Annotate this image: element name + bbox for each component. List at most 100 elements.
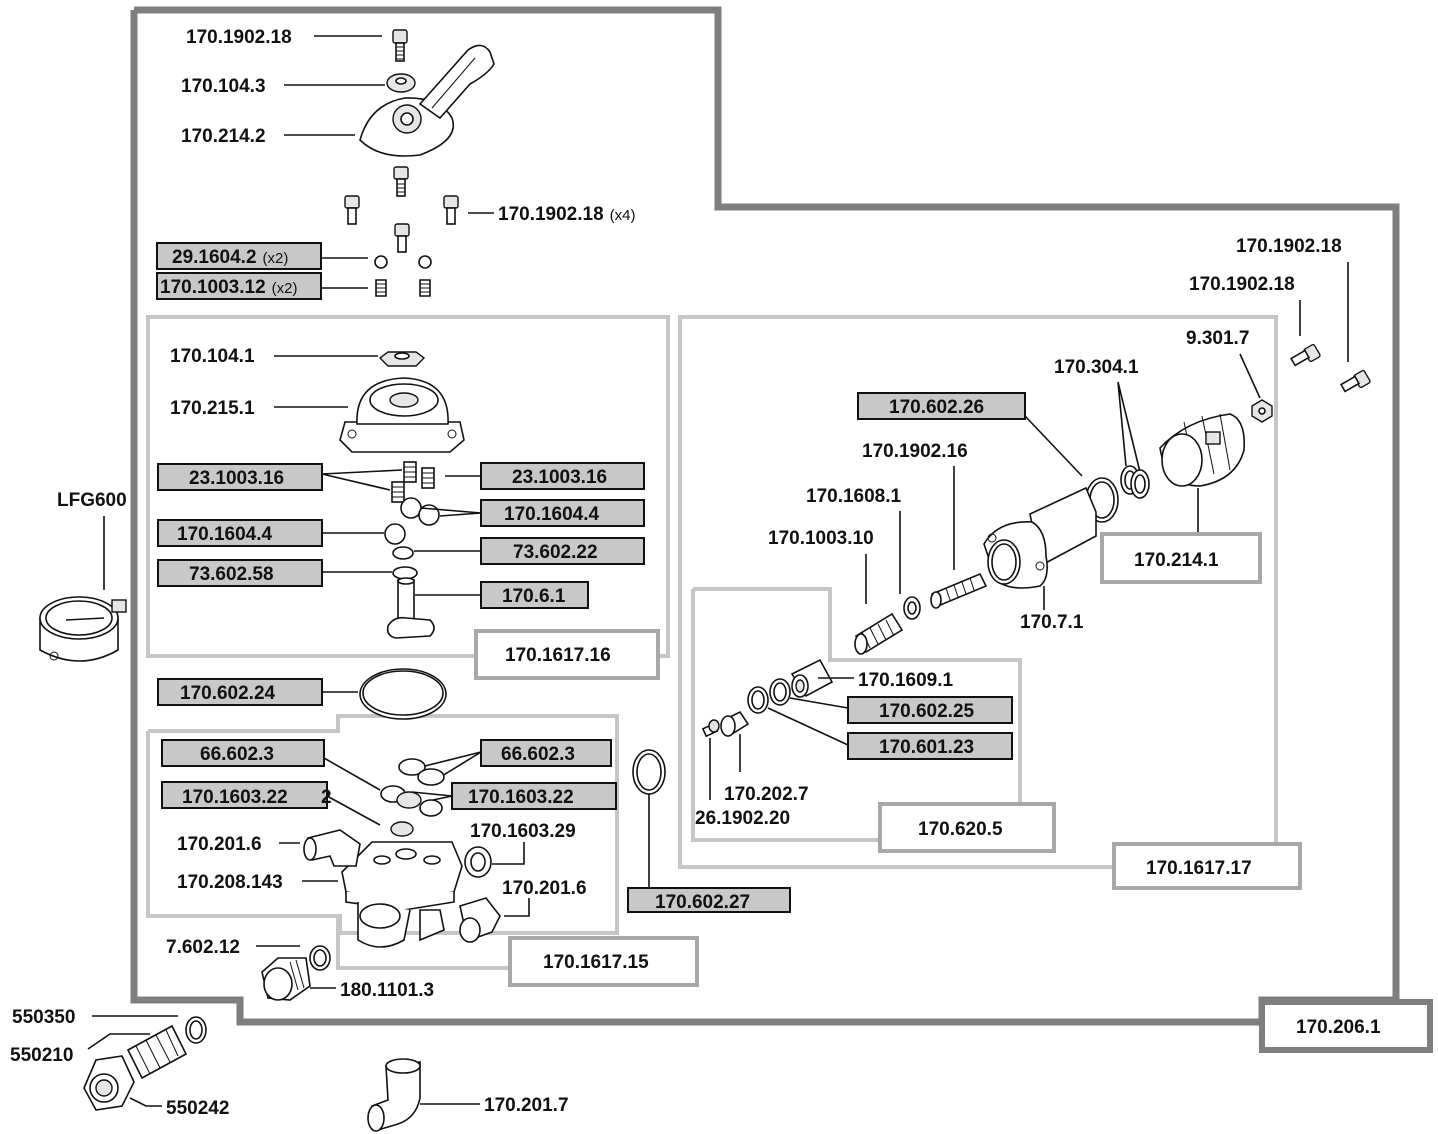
valve-body-label: 170.215.1 [170,398,255,419]
ball-right-label: 170.1604.4 [504,504,600,525]
valve-body-icon [339,377,465,453]
hose-nut-leader [129,1097,162,1107]
assy-piston-box [878,802,1056,853]
regulator-rod-icon [930,572,988,609]
spring-x2-text: 170.1003.12 (x2) [160,277,298,298]
seal-b-left-leader [326,795,381,826]
regulator-oring-icon [1085,477,1119,523]
manifold-body-icon [341,841,463,948]
springs-x2-icon [375,279,431,297]
valve-springs-icon [391,461,435,503]
seal-b-left-tail: 2 [321,787,332,808]
screw-far-right-label: 170.1902.18 [1236,236,1342,257]
assy-manifold-box [508,936,699,987]
piston-icon [790,658,834,698]
piston-subassembly-frame [691,587,1022,842]
valve-nut-label: 170.104.1 [170,346,255,367]
big-oring-icon [359,668,447,720]
seal-a-right-box [480,739,612,767]
elbow-left-icon [303,829,361,867]
handle-screw-icon [393,166,409,197]
hose-nut-oring-label: 550350 [12,1007,75,1028]
hose-tail-leader [87,1033,150,1050]
spacer-label: 170.1608.1 [806,486,902,507]
ball-left-label: 170.1604.4 [177,524,273,545]
screw-x4-qty: (x4) [610,207,636,224]
bushing-label: 170.202.7 [724,784,809,805]
oring-piston-b-leader [767,707,849,746]
spring-reg-label: 170.1003.10 [768,528,874,549]
pressure-gauge-icon [39,596,127,662]
nut-small-leader [1239,353,1261,399]
oring-regulator-leader [1024,415,1083,477]
top-screw-icon [392,29,408,62]
washers-pair-label: 170.304.1 [1054,357,1139,378]
elbow-loose-label: 170.201.7 [484,1095,569,1116]
knob-box [1100,532,1262,584]
seal-a-left-label: 66.602.3 [200,744,274,765]
screw-x4-label: 170.1902.18 [498,204,604,225]
handle-label: 170.214.2 [181,126,266,147]
manifold-label: 170.208.143 [177,872,283,893]
piston-label: 170.1609.1 [858,670,954,691]
seal-b-left-box [161,781,328,809]
seal-b-left-label: 170.1603.22 [182,787,288,808]
cylinder-label: 170.7.1 [1020,612,1084,633]
washers-pair-leader [1117,381,1141,473]
hose-tail-icon [126,1024,188,1080]
spring-left-box [157,463,323,491]
oring-long-label: 170.602.27 [655,892,750,913]
seal-b-right-box [451,782,617,810]
washer-pair-icon [1120,465,1150,499]
oring-left-label: 73.602.58 [189,564,274,585]
oring-piston-a-box [847,696,1013,724]
oring-piston-a-leader [789,697,849,709]
assy-regulator-label: 170.1617.17 [1146,858,1252,879]
manifold-seals-icon [380,758,445,837]
nut-small-label: 9.301.7 [1186,328,1249,349]
seal-b-right-label: 170.1603.22 [468,787,574,808]
spring-x2-qty: (x2) [272,280,298,297]
assy-valve-box [474,629,660,680]
spring-x2-label: 170.1003.12 [160,277,266,298]
regulator-subassembly-frame [678,315,1278,869]
oring-long-box [627,887,791,913]
right-screws-icon [1289,343,1371,393]
assy-valve-label: 170.1617.16 [505,645,611,666]
knob-icon [1159,413,1246,487]
washer-top-label: 170.104.3 [181,76,266,97]
hose-nut-label: 550242 [166,1098,229,1119]
valve-stem-icon [386,577,435,639]
long-oring-icon [632,749,666,795]
screw-x4-text: 170.1902.18 (x4) [498,204,636,225]
regulator-cylinder-icon [983,486,1097,589]
ball-right-leader [420,507,482,517]
spring-left-label: 23.1003.16 [189,468,284,489]
oring-piston-a-label: 170.602.25 [879,701,975,722]
regulator-spring-icon [854,612,904,655]
fitting-label: 180.1101.3 [340,980,434,1001]
valve-balls-icon [384,497,440,545]
elbow-right-icon [459,897,501,943]
spring-left-leader [321,469,403,491]
seat-leader [492,842,525,865]
seat-icon [464,846,492,878]
big-oring-box [157,678,323,706]
assy-piston-label: 170.620.5 [918,819,1003,840]
spring-x2-box [156,272,322,300]
oring-piston-b-box [847,732,1013,760]
screw-top-label: 170.1902.18 [186,27,292,48]
gauge-label: LFG600 [57,490,127,511]
oring-regulator-box [857,392,1026,420]
spacer-icon [903,596,921,620]
ball-x2-box [156,242,322,270]
seal-b-right-leader [411,791,453,801]
assy-manifold-label: 170.1617.15 [543,952,649,973]
manifold-subassembly-frame [146,714,619,935]
elbow-left-label: 170.201.6 [177,834,262,855]
top-washer-icon [386,73,416,93]
oring-regulator-label: 170.602.26 [889,397,984,418]
seal-a-right-label: 66.602.3 [501,744,575,765]
